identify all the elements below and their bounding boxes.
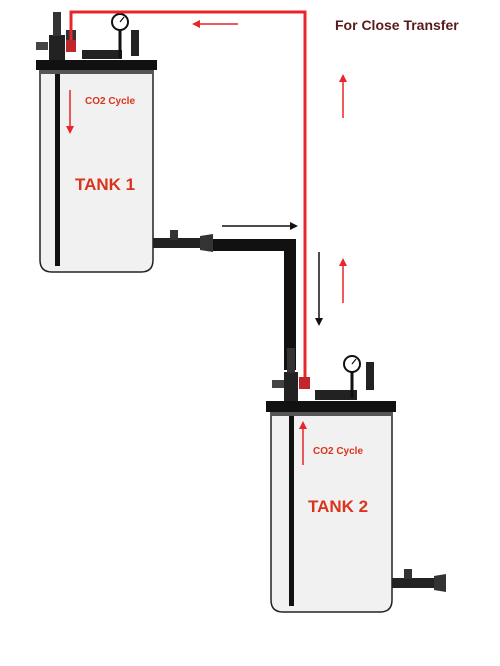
- tank-2: TANK 2 CO2 Cycle: [266, 348, 446, 613]
- tank-1-body: [39, 69, 154, 273]
- tank-2-outlet-pipe: [392, 578, 446, 588]
- tank-1-outlet-nozzle: [200, 234, 213, 252]
- tank-2-dip-tube: [289, 416, 294, 606]
- tank-2-gauge-needle: [351, 358, 357, 365]
- tank-2-body: [270, 411, 393, 613]
- tank-2-relief-valve: [366, 362, 374, 390]
- tank-1-lid-ring: [40, 70, 153, 74]
- transfer-pipe: [213, 239, 296, 370]
- tank-1-dip-tube: [55, 74, 60, 266]
- tank-2-fitting-block: [315, 390, 357, 400]
- tank-2-lid-ring: [271, 412, 392, 416]
- tank-1-gauge-needle: [119, 16, 125, 23]
- tank-1-red-cap: [66, 40, 76, 52]
- tank-2-valve-handle: [272, 380, 284, 388]
- tank-2-outlet-nozzle: [434, 574, 446, 592]
- diagram-title: For Close Transfer: [335, 17, 459, 33]
- tank-2-post-tip: [287, 348, 295, 373]
- tank-1-outlet-pipe: [153, 238, 213, 248]
- tank-1-cycle-label: CO2 Cycle: [85, 96, 135, 107]
- tank-1-outlet-valve: [170, 230, 178, 240]
- tank-1-fitting-block: [82, 50, 122, 59]
- tank-2-liquid-post: [284, 372, 298, 401]
- tank-2-lid: [266, 401, 396, 412]
- tank-1-gas-post: [49, 35, 65, 60]
- tank-1-lid: [36, 60, 157, 70]
- tank-1-relief-valve: [131, 30, 139, 56]
- tank-1: TANK 1 CO2 Cycle: [36, 12, 213, 273]
- tank-2-red-cap: [299, 377, 310, 389]
- tank-2-label: TANK 2: [308, 497, 368, 516]
- tank-1-valve-handle: [36, 42, 48, 50]
- tank-2-outlet-valve: [404, 569, 412, 579]
- tank-1-post-tip: [53, 12, 61, 36]
- co2-return-line: [69, 10, 307, 378]
- tank-2-cycle-label: CO2 Cycle: [313, 446, 363, 457]
- tank-1-label: TANK 1: [75, 175, 135, 194]
